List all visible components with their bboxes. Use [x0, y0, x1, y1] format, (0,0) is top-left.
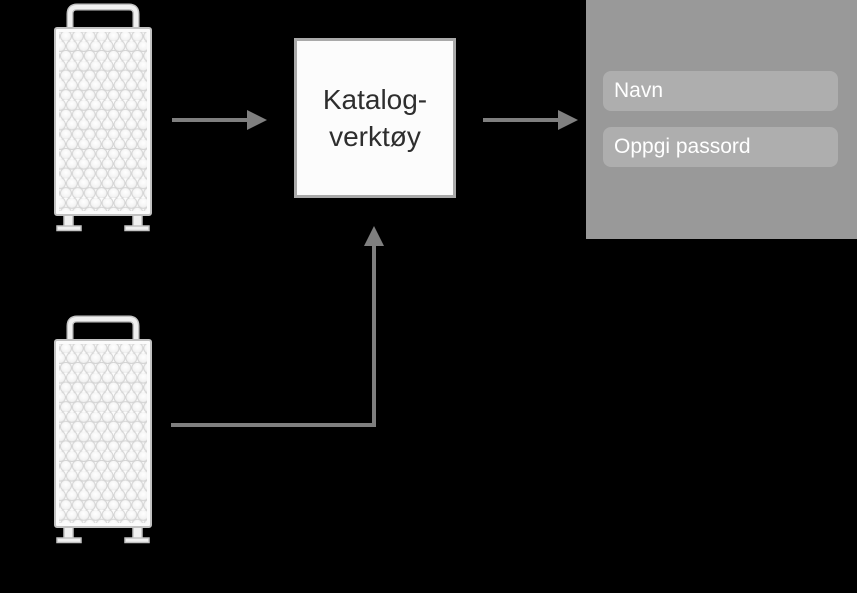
mac-pro-computer-2: [54, 314, 152, 544]
directory-utility-box: Katalog- verktøy: [294, 38, 456, 198]
name-field-placeholder: Navn: [614, 79, 664, 102]
arrow-mac1-to-directory-utility: [172, 110, 267, 130]
directory-utility-label-line2: verktøy: [329, 121, 421, 152]
arrow-directory-utility-to-login-panel: [483, 110, 578, 130]
password-field-placeholder: Oppgi passord: [614, 135, 751, 158]
mac-pro-tower-icon: [54, 2, 152, 232]
mac-pro-tower-icon: [54, 314, 152, 544]
mac-pro-computer-1: [54, 2, 152, 232]
password-field[interactable]: Oppgi passord: [603, 127, 838, 167]
arrow-mac2-to-directory-utility: [171, 226, 384, 427]
name-field[interactable]: Navn: [603, 71, 838, 111]
directory-utility-label: Katalog- verktøy: [323, 81, 427, 155]
login-window-panel: Navn Oppgi passord: [586, 0, 857, 239]
directory-utility-label-line1: Katalog-: [322, 84, 428, 115]
